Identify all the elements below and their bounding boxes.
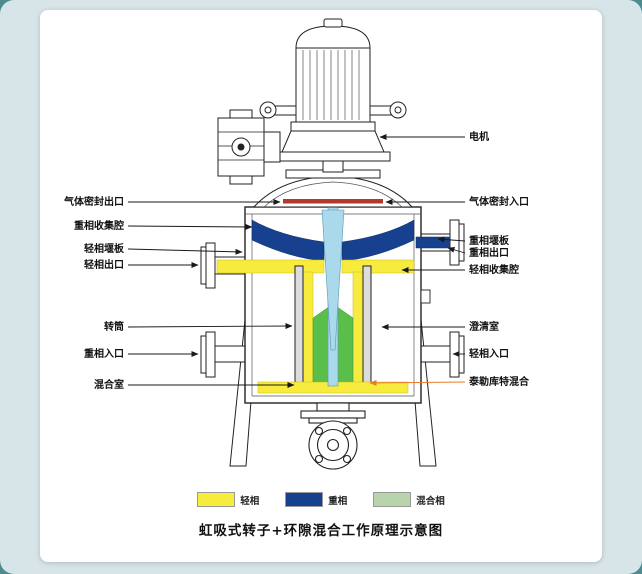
part-labels: 气体密封出口 重相收集腔 轻相堰板 轻相出口 转筒 重相入口 混合室 电机 气体… <box>63 130 530 391</box>
label-light-phase-collection-chamber: 轻相收集腔 <box>469 263 519 276</box>
legend-item-light-phase: 轻相 <box>197 492 259 507</box>
light-phase-swatch <box>197 492 236 507</box>
machine-diagram: 气体密封出口 重相收集腔 轻相堰板 轻相出口 转筒 重相入口 混合室 电机 气体… <box>63 18 530 470</box>
light-phase-strip-left <box>302 271 314 385</box>
rotor-drum-wall-right <box>362 265 372 389</box>
label-clarification-chamber: 澄清室 <box>469 320 499 333</box>
light-phase-strip-right <box>352 271 364 385</box>
label-light-phase-inlet: 轻相入口 <box>469 347 509 360</box>
gas-seal-housing <box>252 159 414 208</box>
label-motor: 电机 <box>469 130 489 143</box>
heavy-phase-outlet-flow <box>415 236 451 249</box>
heavy-phase-inlet-pipe <box>200 331 248 378</box>
legend-item-heavy-phase: 重相 <box>285 492 347 507</box>
label-mixing-chamber: 混合室 <box>94 378 124 391</box>
gas-seal-band <box>283 199 383 204</box>
bottom-flange <box>300 402 366 470</box>
taylor-leader-line <box>369 379 466 386</box>
label-heavy-phase-weir: 重相堰板 <box>469 234 510 247</box>
mixed-phase-swatch <box>373 492 412 507</box>
rotor-drum-wall-left <box>294 265 304 389</box>
motor-base-taper <box>281 130 385 153</box>
heavy-phase-swatch <box>285 492 324 507</box>
sensor-box <box>420 289 431 304</box>
legend: 轻相 重相 混合相 <box>40 492 602 507</box>
light-phase-channel-left <box>216 259 325 274</box>
label-gas-seal-outlet: 气体密封出口 <box>63 195 124 208</box>
diagram-card: 气体密封出口 重相收集腔 轻相堰板 轻相出口 转筒 重相入口 混合室 电机 气体… <box>40 10 602 562</box>
diagram-caption: 虹吸式转子+环隙混合工作原理示意图 <box>198 523 444 539</box>
label-rotor-drum: 转筒 <box>104 320 124 333</box>
label-taylor-couette-mixing: 泰勒库特混合 <box>468 375 530 388</box>
motor-fins <box>302 50 360 120</box>
legend-label-light-phase: 轻相 <box>240 495 260 507</box>
rotor-cone <box>321 209 345 351</box>
legend-label-mixed-phase: 混合相 <box>416 495 445 507</box>
light-phase-regions <box>216 259 415 274</box>
motor-body <box>295 47 371 123</box>
motor-cap <box>323 18 343 28</box>
motor-dome <box>295 25 371 49</box>
label-heavy-phase-inlet: 重相入口 <box>84 347 124 360</box>
light-phase-channel-right <box>341 259 415 274</box>
label-light-phase-outlet: 轻相出口 <box>84 258 124 271</box>
legend-item-mixed-phase: 混合相 <box>373 492 445 507</box>
coupling-bracket <box>217 109 281 185</box>
motor <box>259 18 407 162</box>
motor-bottom-ring <box>290 121 376 132</box>
label-gas-seal-inlet: 气体密封入口 <box>468 195 529 208</box>
label-light-phase-weir: 轻相堰板 <box>84 242 125 255</box>
label-heavy-phase-collection-chamber: 重相收集腔 <box>74 219 124 232</box>
leader-lines <box>127 134 466 388</box>
label-heavy-phase-outlet: 重相出口 <box>469 246 509 259</box>
motor-base-plate <box>275 151 391 162</box>
legend-label-heavy-phase: 重相 <box>328 495 348 507</box>
heavy-phase-regions <box>251 219 451 262</box>
